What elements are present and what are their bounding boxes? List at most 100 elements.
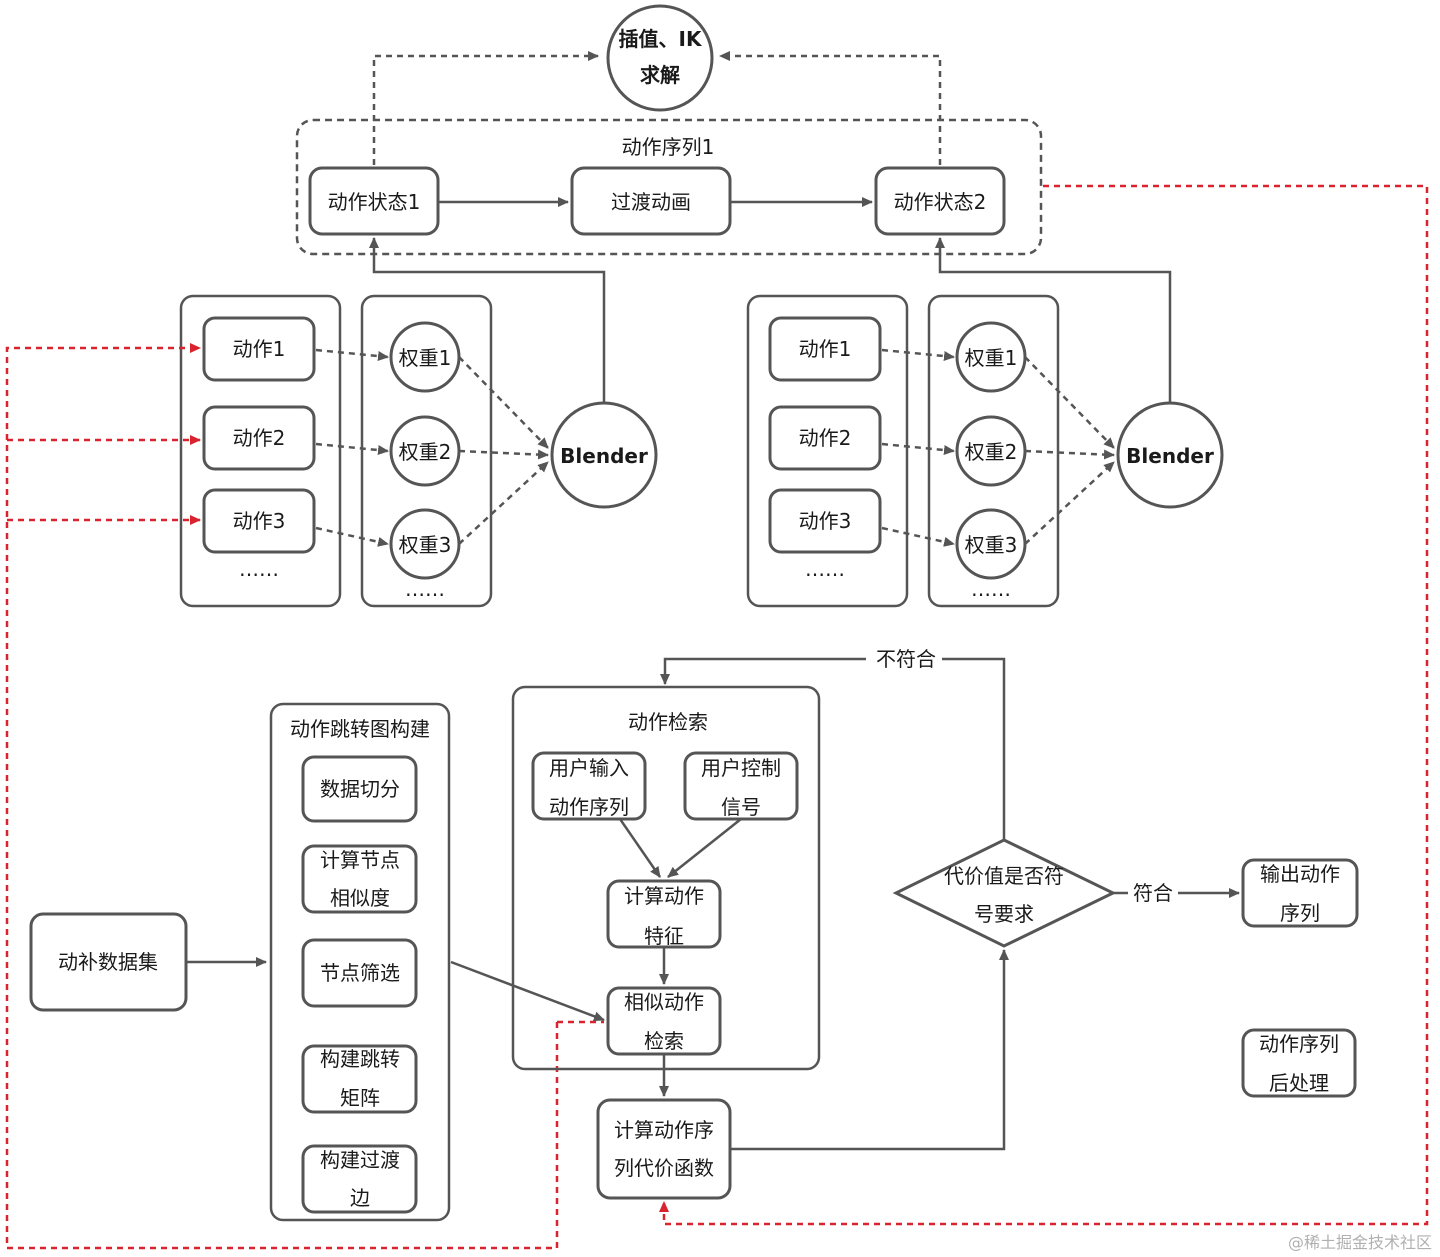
post-process-node: 动作序列 后处理 — [1241, 1028, 1357, 1098]
cost-function-node: 计算动作序 列代价函数 — [596, 1098, 732, 1200]
svg-text:权重3: 权重3 — [965, 533, 1018, 557]
svg-text:列代价函数: 列代价函数 — [614, 1156, 714, 1180]
action-1-right: 动作1 — [768, 316, 882, 382]
svg-text:相似度: 相似度 — [330, 886, 390, 910]
state1-node: 动作状态1 — [308, 166, 440, 236]
yes-label: 符合 — [1133, 881, 1173, 905]
svg-text:动补数据集: 动补数据集 — [58, 950, 158, 974]
graph-build-title: 动作跳转图构建 — [290, 717, 430, 741]
svg-text:构建过渡: 构建过渡 — [320, 1148, 400, 1172]
svg-text:用户输入: 用户输入 — [549, 756, 629, 780]
svg-text:号要求: 号要求 — [974, 902, 1034, 926]
actions-more-left: …… — [239, 557, 279, 581]
retrieval-group: 动作检索 用户输入 动作序列 用户控制 信号 计算动作 特征 相似动作 检索 — [511, 685, 821, 1071]
user-input-node: 用户输入 动作序列 — [531, 751, 647, 821]
svg-text:计算节点: 计算节点 — [320, 848, 400, 872]
ik-node-line1: 插值、IK — [619, 27, 703, 51]
sequence-label: 动作序列1 — [622, 135, 715, 159]
weights-more-right: …… — [971, 577, 1011, 601]
step-node-filter: 节点筛选 — [301, 938, 418, 1008]
svg-text:动作状态1: 动作状态1 — [328, 190, 421, 214]
step-jump-matrix: 构建跳转 矩阵 — [301, 1044, 418, 1114]
ik-node-line2: 求解 — [640, 63, 680, 87]
state2-to-ik-arrow — [719, 51, 942, 165]
retrieval-title: 动作检索 — [628, 710, 708, 734]
sequence-group: 动作序列1 动作状态1 过渡动画 动作状态2 — [295, 118, 1043, 256]
action-1-left: 动作1 — [202, 316, 316, 382]
svg-text:代价值是否符: 代价值是否符 — [944, 864, 1064, 888]
svg-text:权重3: 权重3 — [399, 533, 452, 557]
svg-text:动作2: 动作2 — [799, 426, 852, 450]
svg-text:信号: 信号 — [721, 795, 761, 819]
weight-3-right: 权重3 — [955, 508, 1027, 580]
output-node: 输出动作 序列 — [1241, 858, 1359, 928]
blend-group-right: 动作1 动作2 动作3 …… 权重1 权重2 权重3 …… Blender — [746, 237, 1224, 608]
yes-label-bg — [1128, 880, 1178, 906]
svg-text:边: 边 — [350, 1186, 370, 1210]
svg-text:输出动作: 输出动作 — [1260, 862, 1340, 886]
svg-text:权重1: 权重1 — [399, 346, 452, 370]
svg-text:动作2: 动作2 — [233, 426, 286, 450]
dataset-node: 动补数据集 — [29, 912, 188, 1012]
svg-text:动作3: 动作3 — [233, 509, 286, 533]
graph-to-search-arrow — [450, 960, 605, 1022]
blend-group-left: 动作1 动作2 动作3 …… 权重1 权重2 权重3 …… Blender — [179, 237, 658, 608]
feedback-red-lines — [5, 184, 1429, 1250]
svg-text:动作状态2: 动作状态2 — [894, 190, 987, 214]
svg-text:后处理: 后处理 — [1269, 1071, 1329, 1095]
state1-to-ik-arrow — [372, 51, 599, 165]
svg-text:权重2: 权重2 — [399, 440, 452, 464]
weight-2-right: 权重2 — [955, 415, 1027, 487]
svg-text:动作序列: 动作序列 — [1259, 1032, 1339, 1056]
weight-3-left: 权重3 — [389, 508, 461, 580]
state2-node: 动作状态2 — [874, 166, 1006, 236]
weight-1-right: 权重1 — [955, 321, 1027, 393]
decision-node: 代价值是否符 号要求 — [892, 838, 1117, 948]
svg-text:序列: 序列 — [1280, 901, 1320, 925]
blender-left-to-state1-arrow — [369, 237, 606, 403]
svg-text:过渡动画: 过渡动画 — [611, 190, 691, 214]
blender-node-right: Blender — [1116, 401, 1224, 509]
action-3-right: 动作3 — [768, 488, 882, 554]
svg-text:检索: 检索 — [644, 1029, 684, 1053]
action-2-left: 动作2 — [202, 405, 316, 471]
no-label-bg — [866, 646, 942, 672]
compute-features-node: 计算动作 特征 — [606, 879, 722, 949]
svg-text:用户控制: 用户控制 — [701, 756, 781, 780]
svg-text:动作3: 动作3 — [799, 509, 852, 533]
transition-node: 过渡动画 — [570, 166, 732, 236]
svg-text:矩阵: 矩阵 — [340, 1086, 380, 1110]
watermark-text: @稀土掘金技术社区 — [1288, 1233, 1432, 1252]
step-data-split: 数据切分 — [301, 755, 418, 823]
weights-more-left: …… — [405, 577, 445, 601]
svg-text:构建跳转: 构建跳转 — [320, 1047, 400, 1071]
svg-text:权重2: 权重2 — [965, 440, 1018, 464]
no-loop-arrow — [660, 657, 1006, 840]
cost-to-decision-arrow — [730, 949, 1009, 1151]
svg-text:Blender: Blender — [1126, 444, 1214, 468]
svg-text:特征: 特征 — [644, 924, 684, 948]
graph-build-group: 动作跳转图构建 数据切分 计算节点 相似度 节点筛选 构建跳转 矩阵 构建过渡 … — [269, 702, 451, 1222]
svg-text:动作1: 动作1 — [799, 337, 852, 361]
user-control-node: 用户控制 信号 — [683, 751, 799, 821]
similar-search-node: 相似动作 检索 — [606, 986, 722, 1056]
weight-2-left: 权重2 — [389, 415, 461, 487]
step-transition-edges: 构建过渡 边 — [301, 1144, 418, 1214]
actions-more-right: …… — [805, 557, 845, 581]
svg-text:数据切分: 数据切分 — [320, 777, 400, 801]
svg-text:计算动作序: 计算动作序 — [614, 1118, 714, 1142]
blender-node-left: Blender — [550, 401, 658, 509]
svg-text:动作1: 动作1 — [233, 337, 286, 361]
action-2-right: 动作2 — [768, 405, 882, 471]
blender-right-to-state2-arrow — [935, 237, 1172, 403]
svg-text:节点筛选: 节点筛选 — [320, 961, 400, 985]
weight-1-left: 权重1 — [389, 321, 461, 393]
ik-node: 插值、IK 求解 — [606, 4, 714, 112]
svg-text:权重1: 权重1 — [965, 346, 1018, 370]
no-label: 不符合 — [876, 647, 936, 671]
step-node-similarity: 计算节点 相似度 — [301, 844, 418, 914]
svg-text:相似动作: 相似动作 — [624, 990, 704, 1014]
svg-text:Blender: Blender — [560, 444, 648, 468]
action-3-left: 动作3 — [202, 488, 316, 554]
